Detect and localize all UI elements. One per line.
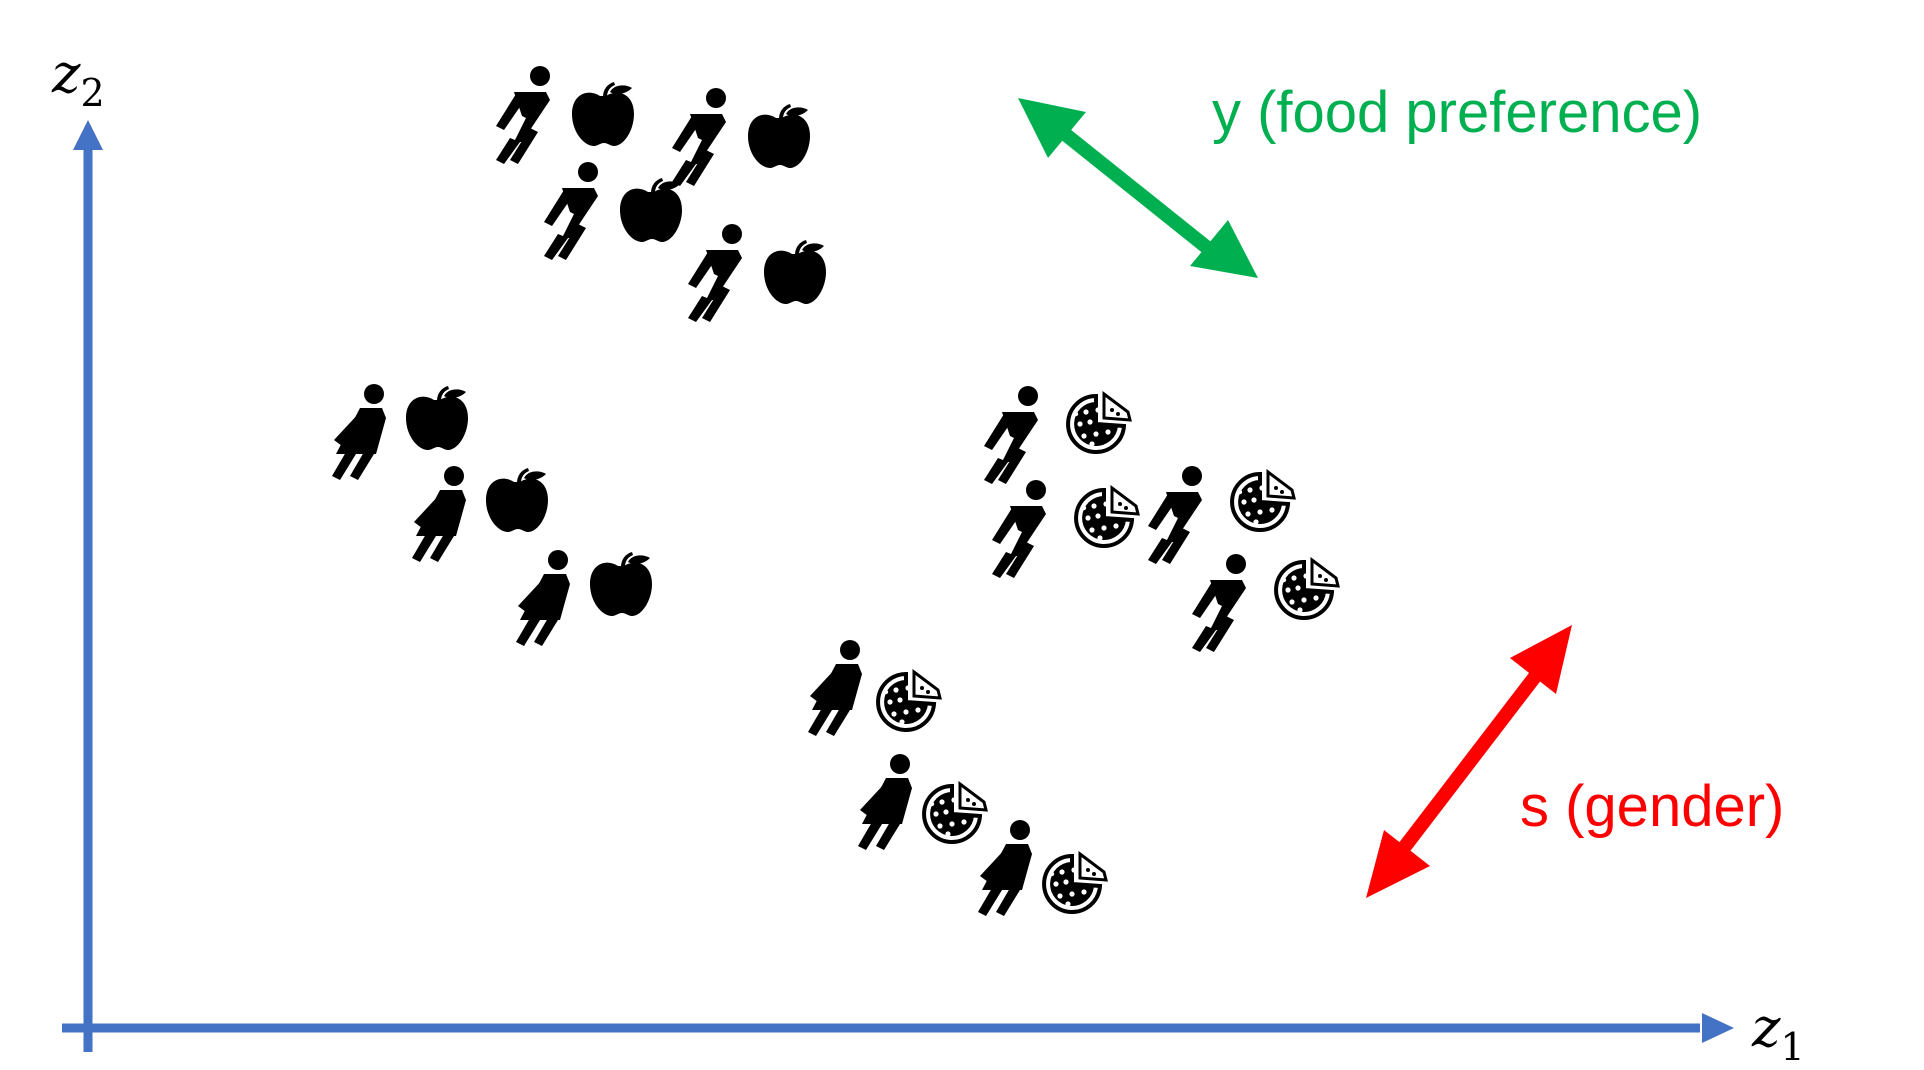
- woman-apple-item: [332, 384, 468, 480]
- man-icon: [1148, 466, 1202, 564]
- man-icon: [544, 162, 598, 260]
- pizza-icon: [1042, 852, 1108, 914]
- food-preference-arrowhead-start: [1018, 98, 1086, 158]
- apple-icon: [590, 552, 652, 616]
- pizza-icon: [1274, 558, 1340, 620]
- apple-icon: [486, 468, 548, 532]
- woman-apple-item: [412, 466, 548, 562]
- man-pizza-item: [1148, 466, 1296, 564]
- x-axis-label-subscript: 1: [1780, 1025, 1804, 1069]
- y-axis-label-subscript: 2: [80, 71, 104, 115]
- man-apple-item: [688, 224, 826, 322]
- man-icon: [688, 224, 742, 322]
- cluster-woman-apple: [332, 384, 652, 646]
- man-pizza-item: [1192, 554, 1340, 652]
- pizza-icon: [1074, 486, 1140, 548]
- gender-label: s (gender): [1520, 774, 1784, 839]
- woman-icon: [978, 820, 1032, 916]
- y-axis-label: z2: [51, 42, 105, 115]
- food-preference-arrowhead-end: [1190, 220, 1258, 278]
- y-axis-label-main: z: [51, 42, 81, 105]
- x-axis-label: z1: [1751, 996, 1805, 1069]
- man-apple-item: [672, 88, 810, 186]
- woman-icon: [516, 550, 570, 646]
- man-apple-item: [544, 162, 682, 260]
- man-icon: [992, 480, 1046, 578]
- woman-icon: [808, 640, 862, 736]
- apple-icon: [748, 104, 810, 168]
- woman-icon: [332, 384, 386, 480]
- pizza-icon: [876, 670, 942, 732]
- man-icon: [984, 386, 1038, 484]
- x-axis-arrowhead: [1702, 1013, 1734, 1043]
- pizza-icon: [1230, 470, 1296, 532]
- woman-icon: [858, 754, 912, 850]
- pizza-icon: [922, 782, 988, 844]
- x-axis-label-main: z: [1751, 996, 1781, 1059]
- apple-icon: [572, 82, 634, 146]
- food-preference-arrow-shaft: [1055, 124, 1215, 256]
- gender-arrowhead-end: [1510, 625, 1572, 694]
- man-icon: [1192, 554, 1246, 652]
- apple-icon: [406, 386, 468, 450]
- cluster-man-pizza: [984, 386, 1340, 652]
- man-apple-item: [496, 66, 634, 164]
- man-pizza-item: [984, 386, 1132, 484]
- food-preference-arrow: [1018, 98, 1258, 278]
- axes: z2 z1: [51, 42, 1805, 1069]
- cluster-man-apple: [496, 66, 826, 322]
- pizza-icon: [1066, 392, 1132, 454]
- man-icon: [496, 66, 550, 164]
- woman-icon: [412, 466, 466, 562]
- woman-pizza-item: [858, 754, 988, 850]
- woman-apple-item: [516, 550, 652, 646]
- man-icon: [672, 88, 726, 186]
- gender-arrow: [1366, 625, 1572, 898]
- cluster-woman-pizza: [808, 640, 1108, 916]
- gender-arrowhead-start: [1366, 830, 1430, 898]
- apple-icon: [620, 178, 682, 242]
- gender-arrow-shaft: [1397, 669, 1543, 854]
- woman-pizza-item: [978, 820, 1108, 916]
- y-axis-arrowhead: [73, 120, 103, 150]
- apple-icon: [764, 240, 826, 304]
- man-pizza-item: [992, 480, 1140, 578]
- food-preference-label: y (food preference): [1212, 80, 1702, 145]
- woman-pizza-item: [808, 640, 942, 736]
